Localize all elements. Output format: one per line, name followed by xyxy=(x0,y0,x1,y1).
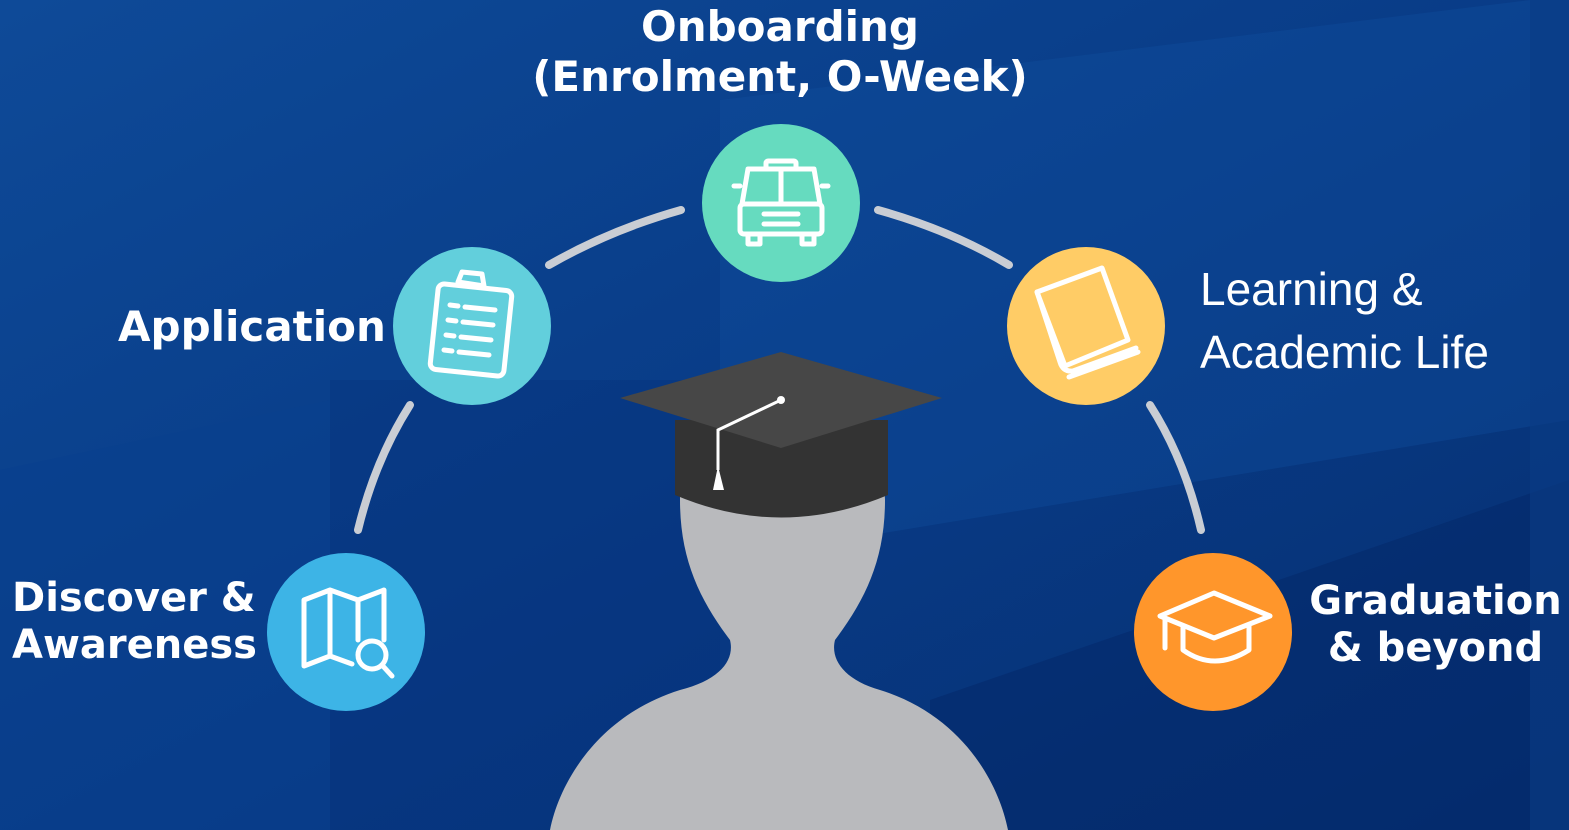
book-icon xyxy=(1034,265,1141,380)
stage-label-line: Application xyxy=(118,302,386,351)
stage-node-discover xyxy=(267,553,425,711)
arc-segment xyxy=(874,206,1013,269)
arc-segment xyxy=(545,206,685,269)
journey-arc xyxy=(354,206,1205,534)
stage-label-line: Onboarding xyxy=(640,2,919,51)
stage-label-application: Application xyxy=(118,302,386,352)
bus-icon xyxy=(731,158,831,247)
stage-node-graduation xyxy=(1134,553,1292,711)
stage-label-line: (Enrolment, O-Week) xyxy=(532,51,1028,101)
clipboard-icon xyxy=(427,269,515,379)
stage-label-learning: Learning & Academic Life xyxy=(1200,258,1489,385)
map-search-icon xyxy=(301,587,395,679)
stage-label-line: & beyond xyxy=(1327,625,1544,672)
arc-segment xyxy=(1146,401,1205,534)
stage-node-learning xyxy=(1007,247,1165,405)
stage-node-application xyxy=(393,247,551,405)
stage-label-graduation: Graduation & beyond xyxy=(1308,578,1563,672)
stage-label-onboarding: Onboarding (Enrolment, O-Week) xyxy=(500,2,1060,101)
stage-label-line: Learning & xyxy=(1200,263,1423,315)
stage-label-line: Discover & xyxy=(12,575,256,621)
arc-segment xyxy=(354,401,414,534)
stage-label-discover: Discover & Awareness xyxy=(12,575,257,669)
student-silhouette xyxy=(550,352,1008,830)
stage-label-line: Awareness xyxy=(12,622,257,669)
stage-label-line: Graduation xyxy=(1309,578,1562,624)
stage-node-onboarding xyxy=(702,124,860,282)
graduation-cap-icon xyxy=(1157,590,1273,664)
mortarboard-cap xyxy=(620,352,942,518)
stage-label-line: Academic Life xyxy=(1200,326,1489,379)
